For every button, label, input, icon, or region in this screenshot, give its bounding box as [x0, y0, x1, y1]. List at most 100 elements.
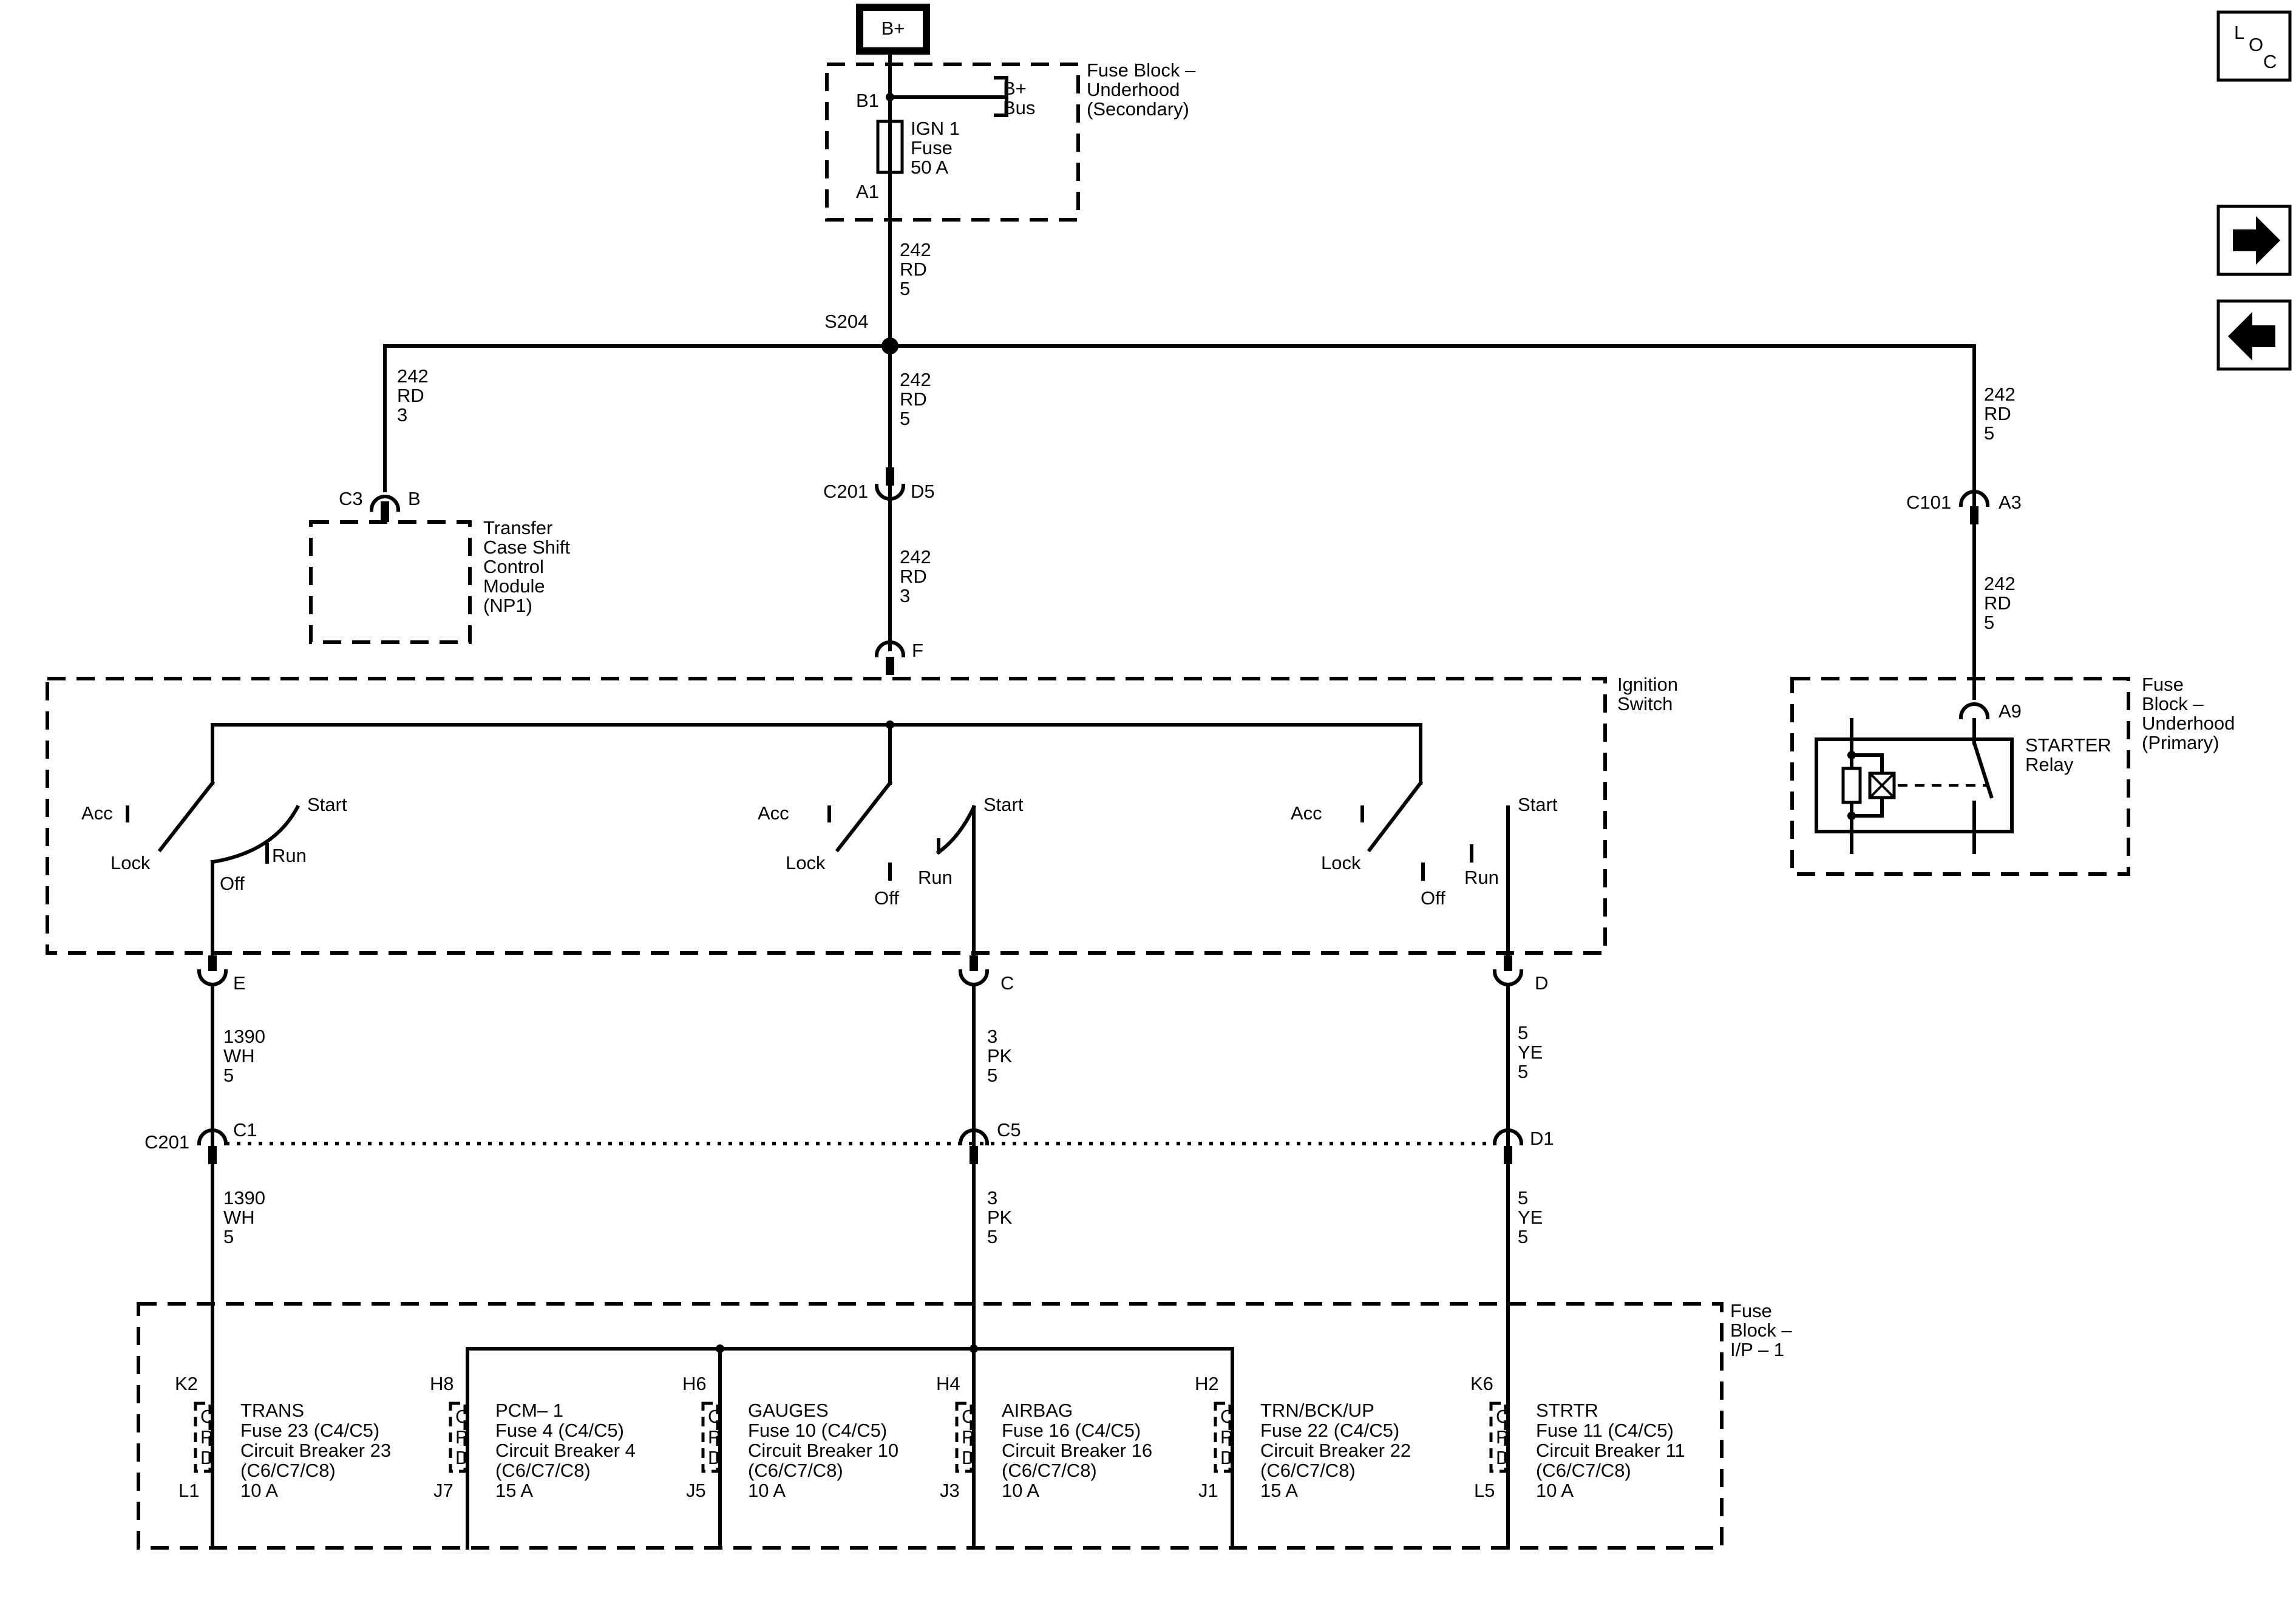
c3-pin: B [408, 488, 421, 509]
svg-text:5: 5 [900, 408, 910, 429]
svg-text:Acc: Acc [758, 802, 789, 824]
ip-fuse-bus [466, 1347, 1234, 1550]
connector-a9 [1958, 702, 1990, 720]
svg-text:242: 242 [900, 369, 931, 390]
svg-text:Block –: Block – [1730, 1320, 1792, 1341]
fuse-block-secondary-title: Fuse Block – Underhood (Secondary) [1087, 59, 1196, 120]
svg-text:1390: 1390 [223, 1187, 265, 1209]
svg-text:Transfer: Transfer [483, 517, 552, 538]
svg-text:50 A: 50 A [911, 157, 948, 178]
starter-relay-box [1815, 737, 2014, 833]
svg-text:5: 5 [1518, 1226, 1528, 1247]
circuit-242-label-right: 242 RD 5 [1984, 384, 2016, 444]
fuse-cpd-letter: P [1496, 1426, 1509, 1448]
fuse-block-secondary-box [825, 63, 1080, 222]
circuit-242-label-center: 242 RD 5 [900, 369, 931, 429]
circuit-242-label-left: 242 RD 3 [397, 365, 429, 425]
svg-text:RD: RD [900, 259, 927, 280]
ignition-switch-box [46, 677, 1607, 955]
svg-text:242: 242 [1984, 384, 2016, 405]
fuse-line: Fuse 23 (C4/C5) [240, 1420, 379, 1441]
svg-text:RD: RD [900, 388, 927, 410]
ignition-output-connectors: E C D [197, 955, 1548, 994]
fuse-top-pin: H6 [682, 1373, 707, 1394]
ignition-switch-title: Ignition Switch [1617, 674, 1678, 714]
fuse-cpd-frame [1214, 1402, 1232, 1473]
fuse-line: Circuit Breaker 4 [495, 1440, 636, 1461]
c101-pin: A3 [1999, 492, 2022, 513]
arrow-left-icon [2228, 312, 2275, 361]
fuse-line: Circuit Breaker 10 [748, 1440, 898, 1461]
next-page-button[interactable] [2216, 205, 2292, 276]
fuse-block-ip-box [137, 1302, 1724, 1550]
svg-text:YE: YE [1518, 1042, 1543, 1063]
fuse-block-ip-title: Fuse Block – I/P – 1 [1730, 1300, 1792, 1360]
fuse-line: Fuse 16 (C4/C5) [1002, 1420, 1141, 1441]
svg-text:Case Shift: Case Shift [483, 537, 570, 558]
svg-text:Lock: Lock [1321, 852, 1361, 873]
fuse-line: GAUGES [748, 1400, 829, 1421]
svg-text:IGN 1: IGN 1 [911, 118, 960, 139]
c101-label: C101 [1906, 492, 1951, 513]
svg-text:Ignition: Ignition [1617, 674, 1678, 695]
svg-text:242: 242 [397, 365, 429, 387]
fuse-line: (C6/C7/C8) [748, 1460, 843, 1481]
svg-text:5: 5 [987, 1226, 997, 1247]
circuit-label-pk-upper: 3 PK 5 [987, 1026, 1013, 1086]
pin-a1: A1 [856, 181, 879, 202]
fuse-cpd-letter: C [200, 1406, 214, 1427]
svg-text:WH: WH [223, 1045, 255, 1066]
svg-text:242: 242 [1984, 573, 2016, 594]
svg-text:PK: PK [987, 1045, 1013, 1066]
svg-text:Start: Start [307, 794, 347, 815]
previous-page-button[interactable] [2216, 299, 2292, 371]
battery-label: B+ [881, 18, 905, 39]
bus-label: B+ Bus [1003, 78, 1035, 118]
fuse-line: TRANS [240, 1400, 304, 1421]
fuse-cpd-letter: C [962, 1406, 975, 1427]
fuse-cpd-letter: C [455, 1406, 469, 1427]
svg-text:Lock: Lock [786, 852, 826, 873]
fuse-line: Fuse 11 (C4/C5) [1536, 1420, 1674, 1441]
svg-text:5: 5 [223, 1226, 234, 1247]
svg-text:YE: YE [1518, 1207, 1543, 1228]
fuse-cpd-letter: C [708, 1406, 721, 1427]
svg-text:Underhood: Underhood [1087, 79, 1180, 100]
fuse-line: 15 A [495, 1480, 533, 1501]
transfer-case-module-box [309, 520, 472, 644]
svg-text:(Primary): (Primary) [2142, 732, 2219, 753]
bus-bar [994, 76, 1008, 117]
fuse-line: Circuit Breaker 11 [1536, 1440, 1685, 1461]
fuse-line: 10 A [240, 1480, 278, 1501]
svg-text:Run: Run [1464, 867, 1499, 888]
connector-c3 [369, 495, 401, 512]
fuse-cpd-letter: C [1220, 1406, 1234, 1427]
fuse-line: (C6/C7/C8) [495, 1460, 591, 1481]
fuse-top-pin: H8 [430, 1373, 454, 1394]
fuse-line: 15 A [1260, 1480, 1298, 1501]
circuit-label-pk-lower: 3 PK 5 [987, 1187, 1013, 1247]
fuse-line: (C6/C7/C8) [1260, 1460, 1356, 1481]
loc-button[interactable]: L O C [2216, 10, 2292, 82]
svg-text:WH: WH [223, 1207, 255, 1228]
fuse-line: AIRBAG [1002, 1400, 1073, 1421]
svg-text:Acc: Acc [1291, 802, 1322, 824]
loc-letter-c: C [2263, 51, 2277, 72]
fuse-cpd-letter: D [455, 1447, 469, 1468]
starter-relay-label: STARTER Relay [2025, 734, 2111, 775]
fuse-line: 10 A [1536, 1480, 1574, 1501]
svg-text:5: 5 [1518, 1187, 1528, 1209]
svg-text:RD: RD [900, 566, 927, 587]
fuse-cpd-letter: P [455, 1426, 468, 1448]
fuse-bottom-pin: J7 [433, 1480, 453, 1501]
loc-letter-l: L [2234, 22, 2244, 43]
splice-s204-label: S204 [824, 311, 868, 332]
fuse-top-pin: K6 [1470, 1373, 1493, 1394]
c201-pin-c5: C5 [997, 1119, 1021, 1141]
fuse-top-pin: H2 [1195, 1373, 1219, 1394]
